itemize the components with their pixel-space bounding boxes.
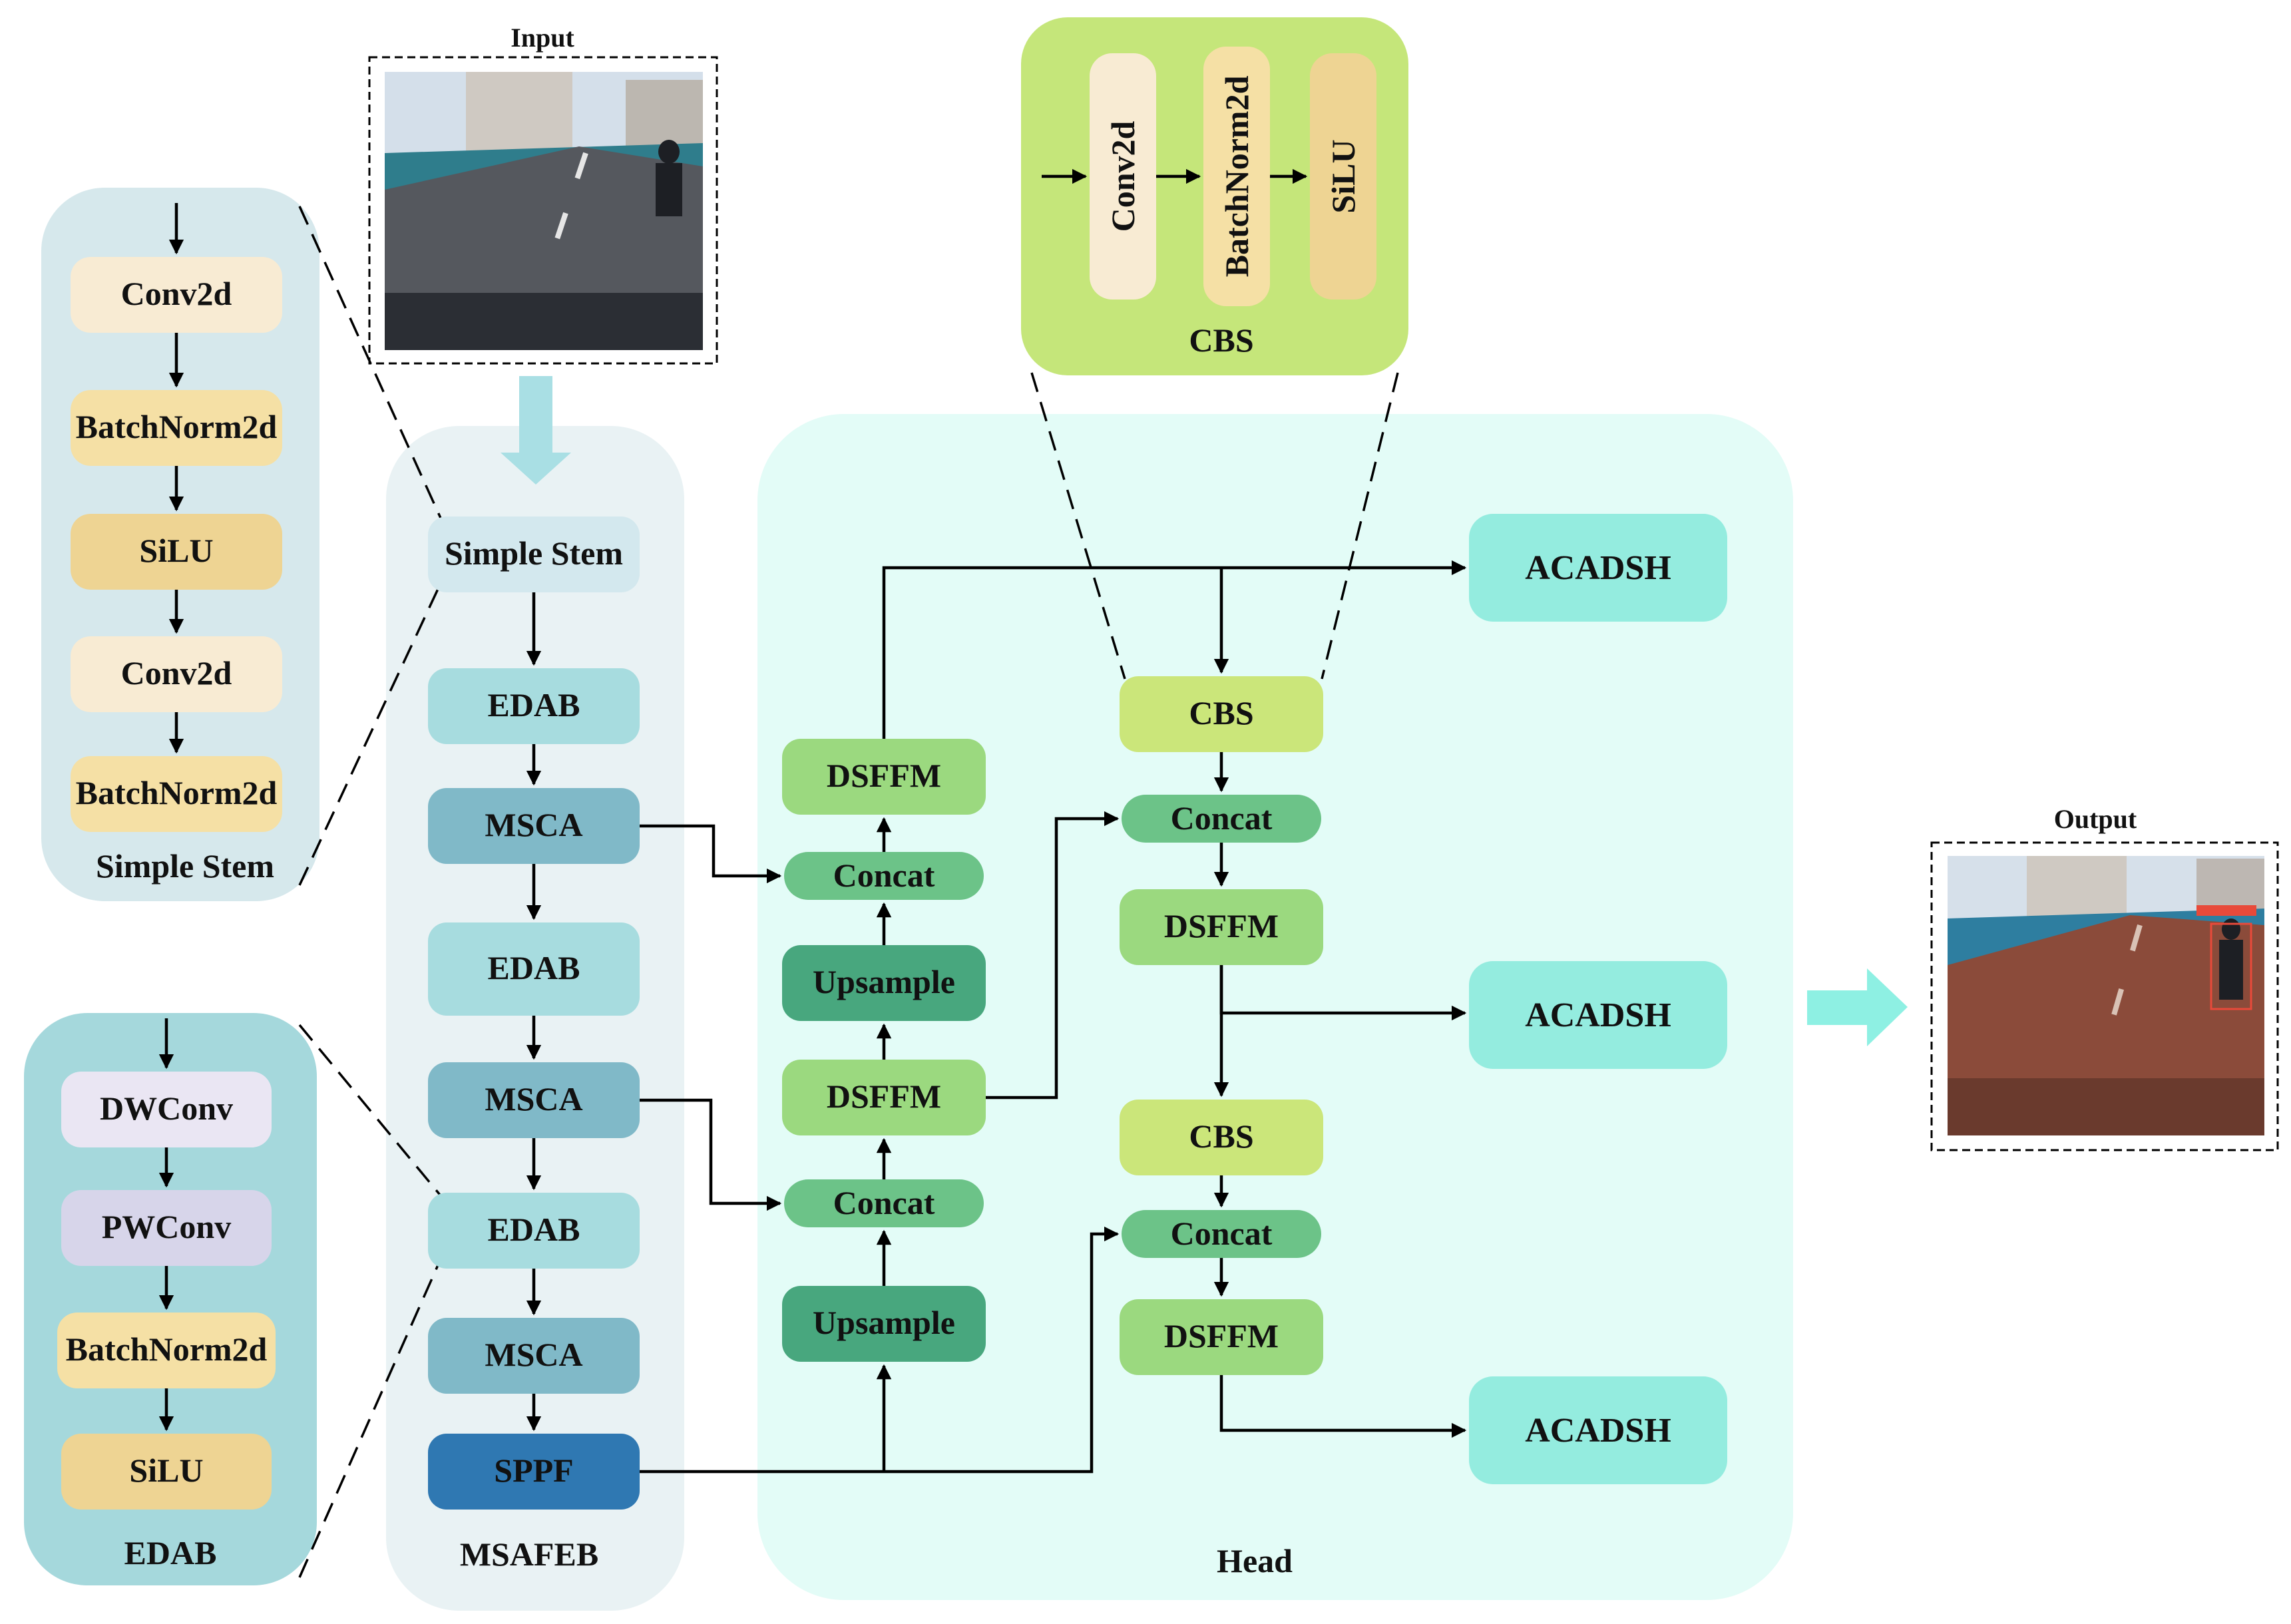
cbs-zoom-line-left	[1030, 372, 1126, 680]
stem-layer-batchnorm-2	[71, 756, 282, 832]
stem-layer-label: SiLU	[139, 532, 213, 569]
edab-layer-label: DWConv	[100, 1090, 233, 1127]
edab-panel-title: EDAB	[124, 1534, 217, 1571]
backbone-block-msca-1	[428, 788, 640, 864]
head-right-label: DSFFM	[1164, 907, 1279, 944]
backbone-block-label: Simple Stem	[445, 534, 623, 572]
cbs-zoom-line-right	[1321, 372, 1399, 680]
stem-layer-batchnorm-1	[71, 390, 282, 466]
edab-zoom-line-bottom	[298, 1254, 444, 1578]
edab-layer-label: BatchNorm2d	[66, 1330, 268, 1368]
cbs-layer-batchnorm	[1203, 47, 1270, 306]
stem-layer-label: BatchNorm2d	[76, 408, 278, 445]
stem-layer-label: BatchNorm2d	[76, 774, 278, 811]
head-left-dsffm-1	[782, 739, 986, 815]
backbone-block-label: MSCA	[485, 1336, 582, 1373]
backbone-title: MSAFEB	[460, 1535, 598, 1573]
cbs-layer-silu	[1310, 53, 1376, 300]
head-right-label: CBS	[1189, 1117, 1253, 1155]
head-output-label: ACADSH	[1525, 996, 1671, 1034]
output-road-image	[1948, 856, 2264, 1135]
head-panel	[757, 414, 1793, 1600]
edge-dsffm2-right-concat	[986, 811, 1120, 1100]
stem-layer-conv2d-1	[71, 257, 282, 333]
input-arrow	[501, 376, 571, 485]
backbone-block-msca-3	[428, 1318, 640, 1394]
head-right-label: CBS	[1189, 694, 1253, 731]
head-left-upsample-2	[782, 1286, 986, 1362]
backbone-block-simple-stem	[428, 516, 640, 592]
edge-msca1-concat	[640, 824, 782, 884]
input-frame	[368, 56, 718, 365]
head-title: Head	[1217, 1542, 1293, 1579]
stem-layer-label: Conv2d	[121, 654, 232, 692]
edab-layer-silu	[61, 1434, 272, 1510]
output-title: Output	[2054, 804, 2137, 834]
cbs-layer-label: BatchNorm2d	[1218, 75, 1255, 277]
head-left-dsffm-2	[782, 1060, 986, 1135]
edab-layer-pwconv	[61, 1190, 272, 1266]
input-title: Input	[511, 23, 574, 53]
stem-zoom-line-top	[298, 206, 444, 523]
backbone-block-edab-2	[428, 922, 640, 1016]
backbone-block-label: EDAB	[488, 949, 580, 986]
head-right-label: DSFFM	[1164, 1317, 1279, 1354]
head-right-dsffm-1	[1120, 889, 1323, 965]
head-right-concat-2	[1122, 1210, 1321, 1258]
stem-layer-label: Conv2d	[121, 275, 232, 312]
head-right-cbs-2	[1120, 1100, 1323, 1175]
backbone-block-edab-1	[428, 668, 640, 744]
head-right-dsffm-2	[1120, 1299, 1323, 1375]
head-output-label: ACADSH	[1525, 549, 1671, 587]
edge-msca2-concat	[640, 1098, 782, 1211]
head-right-cbs-1	[1120, 676, 1323, 752]
backbone-block-label: MSCA	[485, 1080, 582, 1117]
cbs-panel-title: CBS	[1189, 321, 1253, 359]
head-output-acadsh-3	[1469, 1376, 1727, 1484]
head-output-acadsh-2	[1469, 961, 1727, 1069]
head-left-concat-1	[784, 852, 984, 900]
backbone-block-label: MSCA	[485, 806, 582, 843]
head-right-concat-1	[1122, 795, 1321, 843]
edge-dsffm1-acadsh1	[882, 560, 1467, 739]
backbone-block-msca-2	[428, 1062, 640, 1138]
backbone-block-label: SPPF	[494, 1452, 573, 1489]
backbone-block-sppf	[428, 1434, 640, 1510]
head-left-label: Upsample	[813, 1304, 955, 1341]
head-left-upsample-1	[782, 945, 986, 1021]
cbs-layer-label: Conv2d	[1104, 120, 1142, 232]
head-left-label: Upsample	[813, 963, 955, 1000]
head-right-label: Concat	[1171, 1215, 1273, 1252]
edab-zoom-line-top	[298, 1024, 444, 1199]
stem-layer-silu	[71, 514, 282, 590]
backbone-block-edab-3	[428, 1193, 640, 1269]
backbone-block-label: EDAB	[488, 1211, 580, 1248]
edab-layer-dwconv	[61, 1072, 272, 1147]
edge-sppf-out	[640, 1226, 1120, 1474]
head-left-concat-2	[784, 1179, 984, 1227]
simple-stem-panel-title: Simple Stem	[96, 847, 274, 885]
edab-layer-batchnorm	[57, 1313, 276, 1388]
output-arrow	[1807, 968, 1908, 1046]
head-left-label: DSFFM	[827, 1078, 941, 1115]
stem-layer-conv2d-2	[71, 636, 282, 712]
edab-layer-label: SiLU	[129, 1452, 203, 1489]
head-left-label: Concat	[833, 1184, 935, 1221]
head-right-label: Concat	[1171, 799, 1273, 837]
output-frame	[1930, 841, 2279, 1151]
stem-zoom-line-bottom	[298, 578, 444, 886]
head-output-acadsh-1	[1469, 514, 1727, 622]
head-left-label: Concat	[833, 857, 935, 894]
head-left-label: DSFFM	[827, 757, 941, 794]
backbone-block-label: EDAB	[488, 686, 580, 723]
head-output-label: ACADSH	[1525, 1412, 1671, 1450]
edge-dsffm2r-acadsh3	[1219, 1375, 1467, 1438]
cbs-layer-conv2d	[1090, 53, 1156, 300]
cbs-layer-label: SiLU	[1325, 139, 1362, 213]
input-road-image	[385, 72, 703, 350]
edab-layer-label: PWConv	[102, 1208, 231, 1245]
